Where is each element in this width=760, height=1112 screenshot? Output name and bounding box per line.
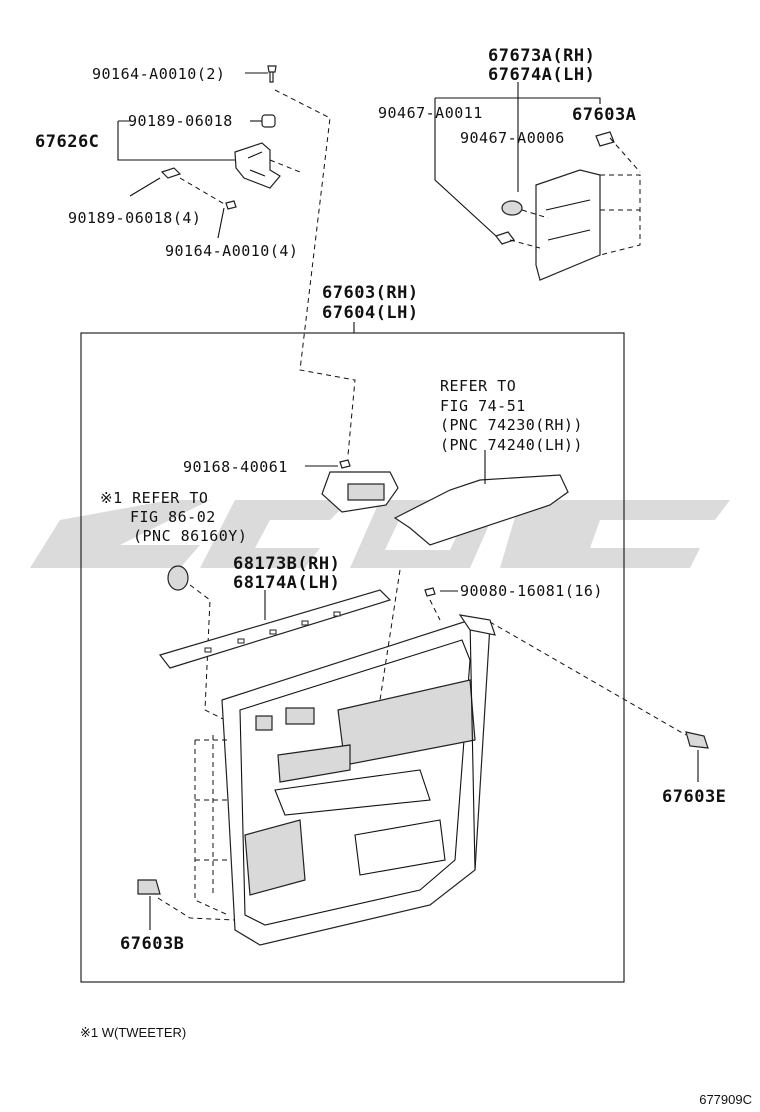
screw-40061-icon <box>339 459 351 469</box>
clip-67603b <box>137 879 236 930</box>
bolt-lower-icon <box>225 200 237 210</box>
label-weatherstrip-lh: 68174A(LH) <box>233 573 340 593</box>
bracket-icon <box>234 142 281 189</box>
label-armrest-ref-1: REFER TO <box>440 377 516 395</box>
clip-67603e <box>489 621 709 782</box>
label-clip-67603a: 67603A <box>572 105 636 125</box>
label-bracket-assy: 67626C <box>35 132 99 152</box>
clip-67603a-icon <box>595 131 615 147</box>
clip-a0006-icon <box>501 200 523 216</box>
weatherstrip-icon <box>158 589 392 669</box>
label-weatherstrip-rh: 68173B(RH) <box>233 554 340 574</box>
switch-bezel <box>305 459 399 513</box>
cover-group <box>434 82 641 281</box>
label-panel-rh: 67603(RH) <box>322 283 419 303</box>
label-armrest-ref-4: (PNC 74240(LH)) <box>440 436 583 454</box>
assembly-frame <box>80 332 625 983</box>
bracket-group <box>117 65 356 456</box>
bolt-top-icon <box>267 65 277 83</box>
label-tweeter-ref-1: ※1 REFER TO <box>100 489 208 507</box>
label-tweeter-ref-2: FIG 86-02 <box>130 508 216 526</box>
label-tweeter-ref-3: (PNC 86160Y) <box>133 527 247 545</box>
cover-icon <box>535 169 601 281</box>
label-panel-lh: 67604(LH) <box>322 303 419 323</box>
door-panel-icon <box>221 619 491 946</box>
screw-16081-icon <box>424 587 436 597</box>
label-nut-lower: 90189-06018(4) <box>68 209 201 227</box>
label-bolt-lower: 90164-A0010(4) <box>165 242 298 260</box>
label-clip-67603e: 67603E <box>662 787 726 807</box>
label-cover-rh: 67673A(RH) <box>488 46 595 66</box>
nut-top-icon <box>261 114 276 128</box>
label-screw-40061: 90168-40061 <box>183 458 288 476</box>
footnote: ※1 W(TWEETER) <box>80 1025 186 1040</box>
figure-code: 677909C <box>699 1092 752 1107</box>
nut-lower-icon <box>160 167 182 179</box>
label-armrest-ref-3: (PNC 74230(RH)) <box>440 416 583 434</box>
label-screw-16081: 90080-16081(16) <box>460 582 603 600</box>
clip-67603e-icon <box>685 731 709 749</box>
door-panel <box>194 569 496 946</box>
clip-67603b-icon <box>137 879 161 895</box>
label-bolt-top: 90164-A0010(2) <box>92 65 225 83</box>
armrest <box>393 450 569 546</box>
tweeter-icon <box>167 565 189 591</box>
label-cover-lh: 67674A(LH) <box>488 65 595 85</box>
label-clip-a0011: 90467-A0011 <box>378 104 483 122</box>
clip-a0011-icon <box>495 231 515 245</box>
label-clip-67603b: 67603B <box>120 934 184 954</box>
weatherstrip <box>158 589 392 669</box>
label-clip-a0006: 90467-A0006 <box>460 129 565 147</box>
armrest-icon <box>393 474 569 546</box>
label-nut-top: 90189-06018 <box>128 112 233 130</box>
label-armrest-ref-2: FIG 74-51 <box>440 397 526 415</box>
